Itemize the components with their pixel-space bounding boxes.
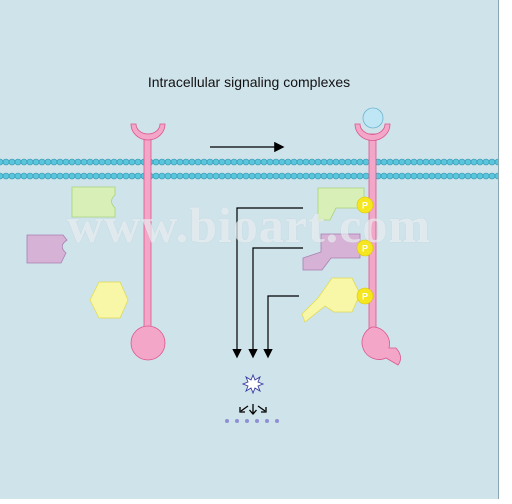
background-panel — [0, 0, 498, 499]
purple-protein-free — [26, 234, 68, 264]
cell-membrane — [0, 158, 498, 180]
signal-path-green — [232, 207, 303, 359]
response-arrows-icon — [239, 404, 267, 415]
active-receptor — [354, 123, 401, 366]
green-protein-bound — [317, 187, 365, 221]
watermark: www.bioart.com — [67, 197, 431, 253]
phosphate-label: P — [362, 244, 368, 254]
phosphate-label: P — [362, 292, 368, 302]
phosphate-group: P — [356, 239, 374, 257]
phosphate-group: P — [356, 196, 374, 214]
signal-path-yellow — [263, 295, 299, 359]
inactive-receptor — [130, 123, 166, 361]
phosphate-label: P — [362, 201, 368, 211]
signal-path-purple — [248, 247, 303, 359]
phosphate-group: P — [356, 287, 374, 305]
yellow-protein-bound — [301, 277, 361, 323]
yellow-protein-free — [89, 281, 129, 319]
ligand — [362, 107, 384, 129]
response-star-icon — [241, 373, 265, 395]
diagram-title: Intracellular signaling complexes — [147, 74, 351, 90]
green-protein-free — [71, 186, 116, 218]
response-dots — [225, 419, 279, 423]
